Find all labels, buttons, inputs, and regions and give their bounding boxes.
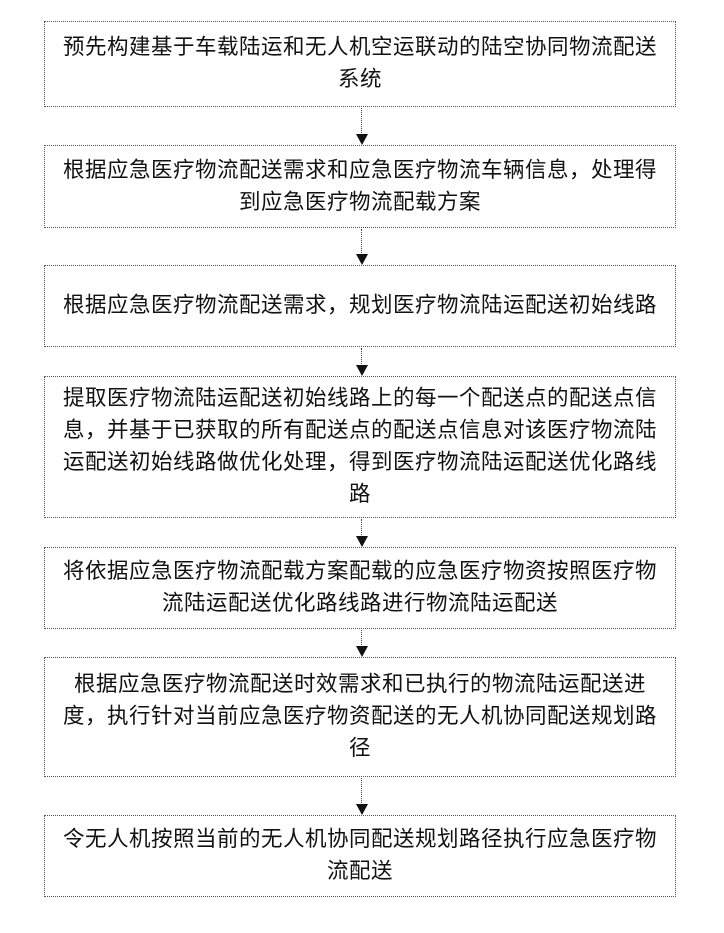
- arrowhead-icon: [356, 804, 368, 815]
- step-5-text: 将依据应急医疗物流配载方案配载的应急医疗物资按照医疗物流陆运配送优化路线路进行物…: [55, 556, 665, 620]
- arrow-2-to-3: [359, 229, 365, 265]
- step-3-box: 根据应急医疗物流配送需求，规划医疗物流陆运配送初始线路: [44, 265, 676, 347]
- step-7-box: 令无人机按照当前的无人机协同配送规划路径执行应急医疗物流配送: [44, 815, 676, 897]
- arrowhead-icon: [356, 536, 368, 547]
- step-3-text: 根据应急医疗物流配送需求，规划医疗物流陆运配送初始线路: [63, 290, 657, 322]
- arrow-1-to-2: [359, 108, 365, 145]
- step-6-box: 根据应急医疗物流配送时效需求和已执行的物流陆运配送进度，执行针对当前应急医疗物资…: [44, 657, 676, 777]
- step-5-box: 将依据应急医疗物流配载方案配载的应急医疗物资按照医疗物流陆运配送优化路线路进行物…: [44, 547, 676, 629]
- arrow-5-to-6: [359, 630, 365, 657]
- step-4-text: 提取医疗物流陆运配送初始线路上的每一个配送点的配送点信息，并基于已获取的所有配送…: [55, 383, 665, 511]
- arrow-4-to-5: [359, 519, 365, 547]
- step-4-box: 提取医疗物流陆运配送初始线路上的每一个配送点的配送点信息，并基于已获取的所有配送…: [44, 376, 676, 518]
- step-6-text: 根据应急医疗物流配送时效需求和已执行的物流陆运配送进度，执行针对当前应急医疗物资…: [55, 669, 665, 765]
- arrow-3-to-4: [359, 348, 365, 376]
- step-1-text: 预先构建基于车载陆运和无人机空运联动的陆空协同物流配送系统: [55, 32, 665, 96]
- arrowhead-icon: [356, 134, 368, 145]
- step-2-text: 根据应急医疗物流配送需求和应急医疗物流车辆信息，处理得到应急医疗物流配载方案: [55, 155, 665, 219]
- arrowhead-icon: [356, 254, 368, 265]
- arrow-6-to-7: [359, 778, 365, 815]
- step-7-text: 令无人机按照当前的无人机协同配送规划路径执行应急医疗物流配送: [55, 824, 665, 888]
- arrowhead-icon: [356, 646, 368, 657]
- step-1-box: 预先构建基于车载陆运和无人机空运联动的陆空协同物流配送系统: [44, 21, 676, 107]
- arrowhead-icon: [356, 365, 368, 376]
- step-2-box: 根据应急医疗物流配送需求和应急医疗物流车辆信息，处理得到应急医疗物流配载方案: [44, 145, 676, 228]
